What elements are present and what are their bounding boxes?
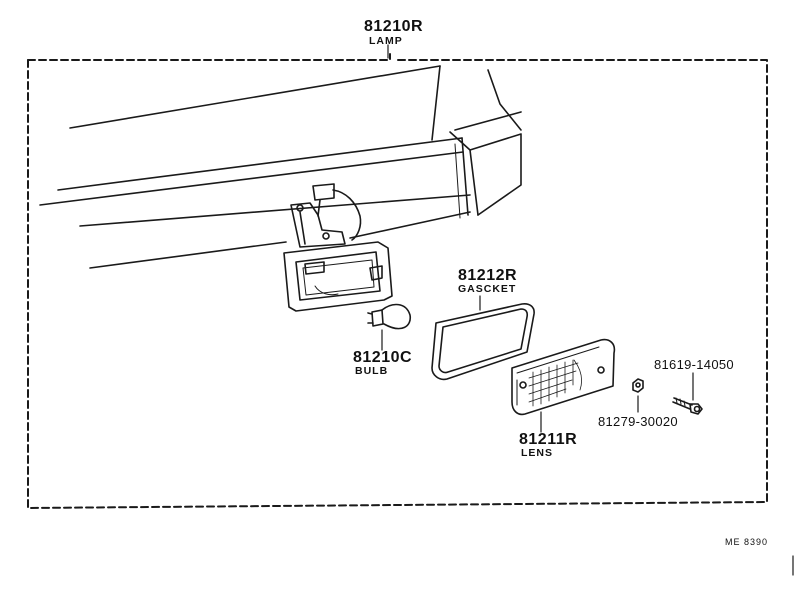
screw-part-number: 81619-14050 [654, 357, 734, 372]
lens-part-name: LENS [521, 447, 554, 459]
gasket-part-name: GASCKET [458, 283, 517, 295]
nut-part-number: 81279-30020 [598, 414, 678, 429]
bulb-part-name: BULB [355, 365, 389, 377]
assembly-boundary [27, 44, 768, 509]
lamp-part-name: LAMP [369, 35, 403, 47]
lamp-housing [283, 183, 393, 312]
bulb-part-number: 81210C [353, 349, 413, 366]
gasket-part-number: 81212R [458, 267, 518, 284]
bulb-illustration [367, 303, 411, 330]
lens-prism-grid [528, 359, 582, 407]
gasket-illustration [431, 303, 535, 381]
nut-illustration [632, 378, 644, 393]
lamp-part-number: 81210R [364, 18, 424, 35]
vehicle-bumper [39, 65, 522, 269]
lens-part-number: 81211R [519, 431, 578, 448]
lens-illustration [511, 338, 616, 416]
screw-illustration [672, 397, 703, 415]
drawing-code: ME 8390 [725, 537, 769, 547]
